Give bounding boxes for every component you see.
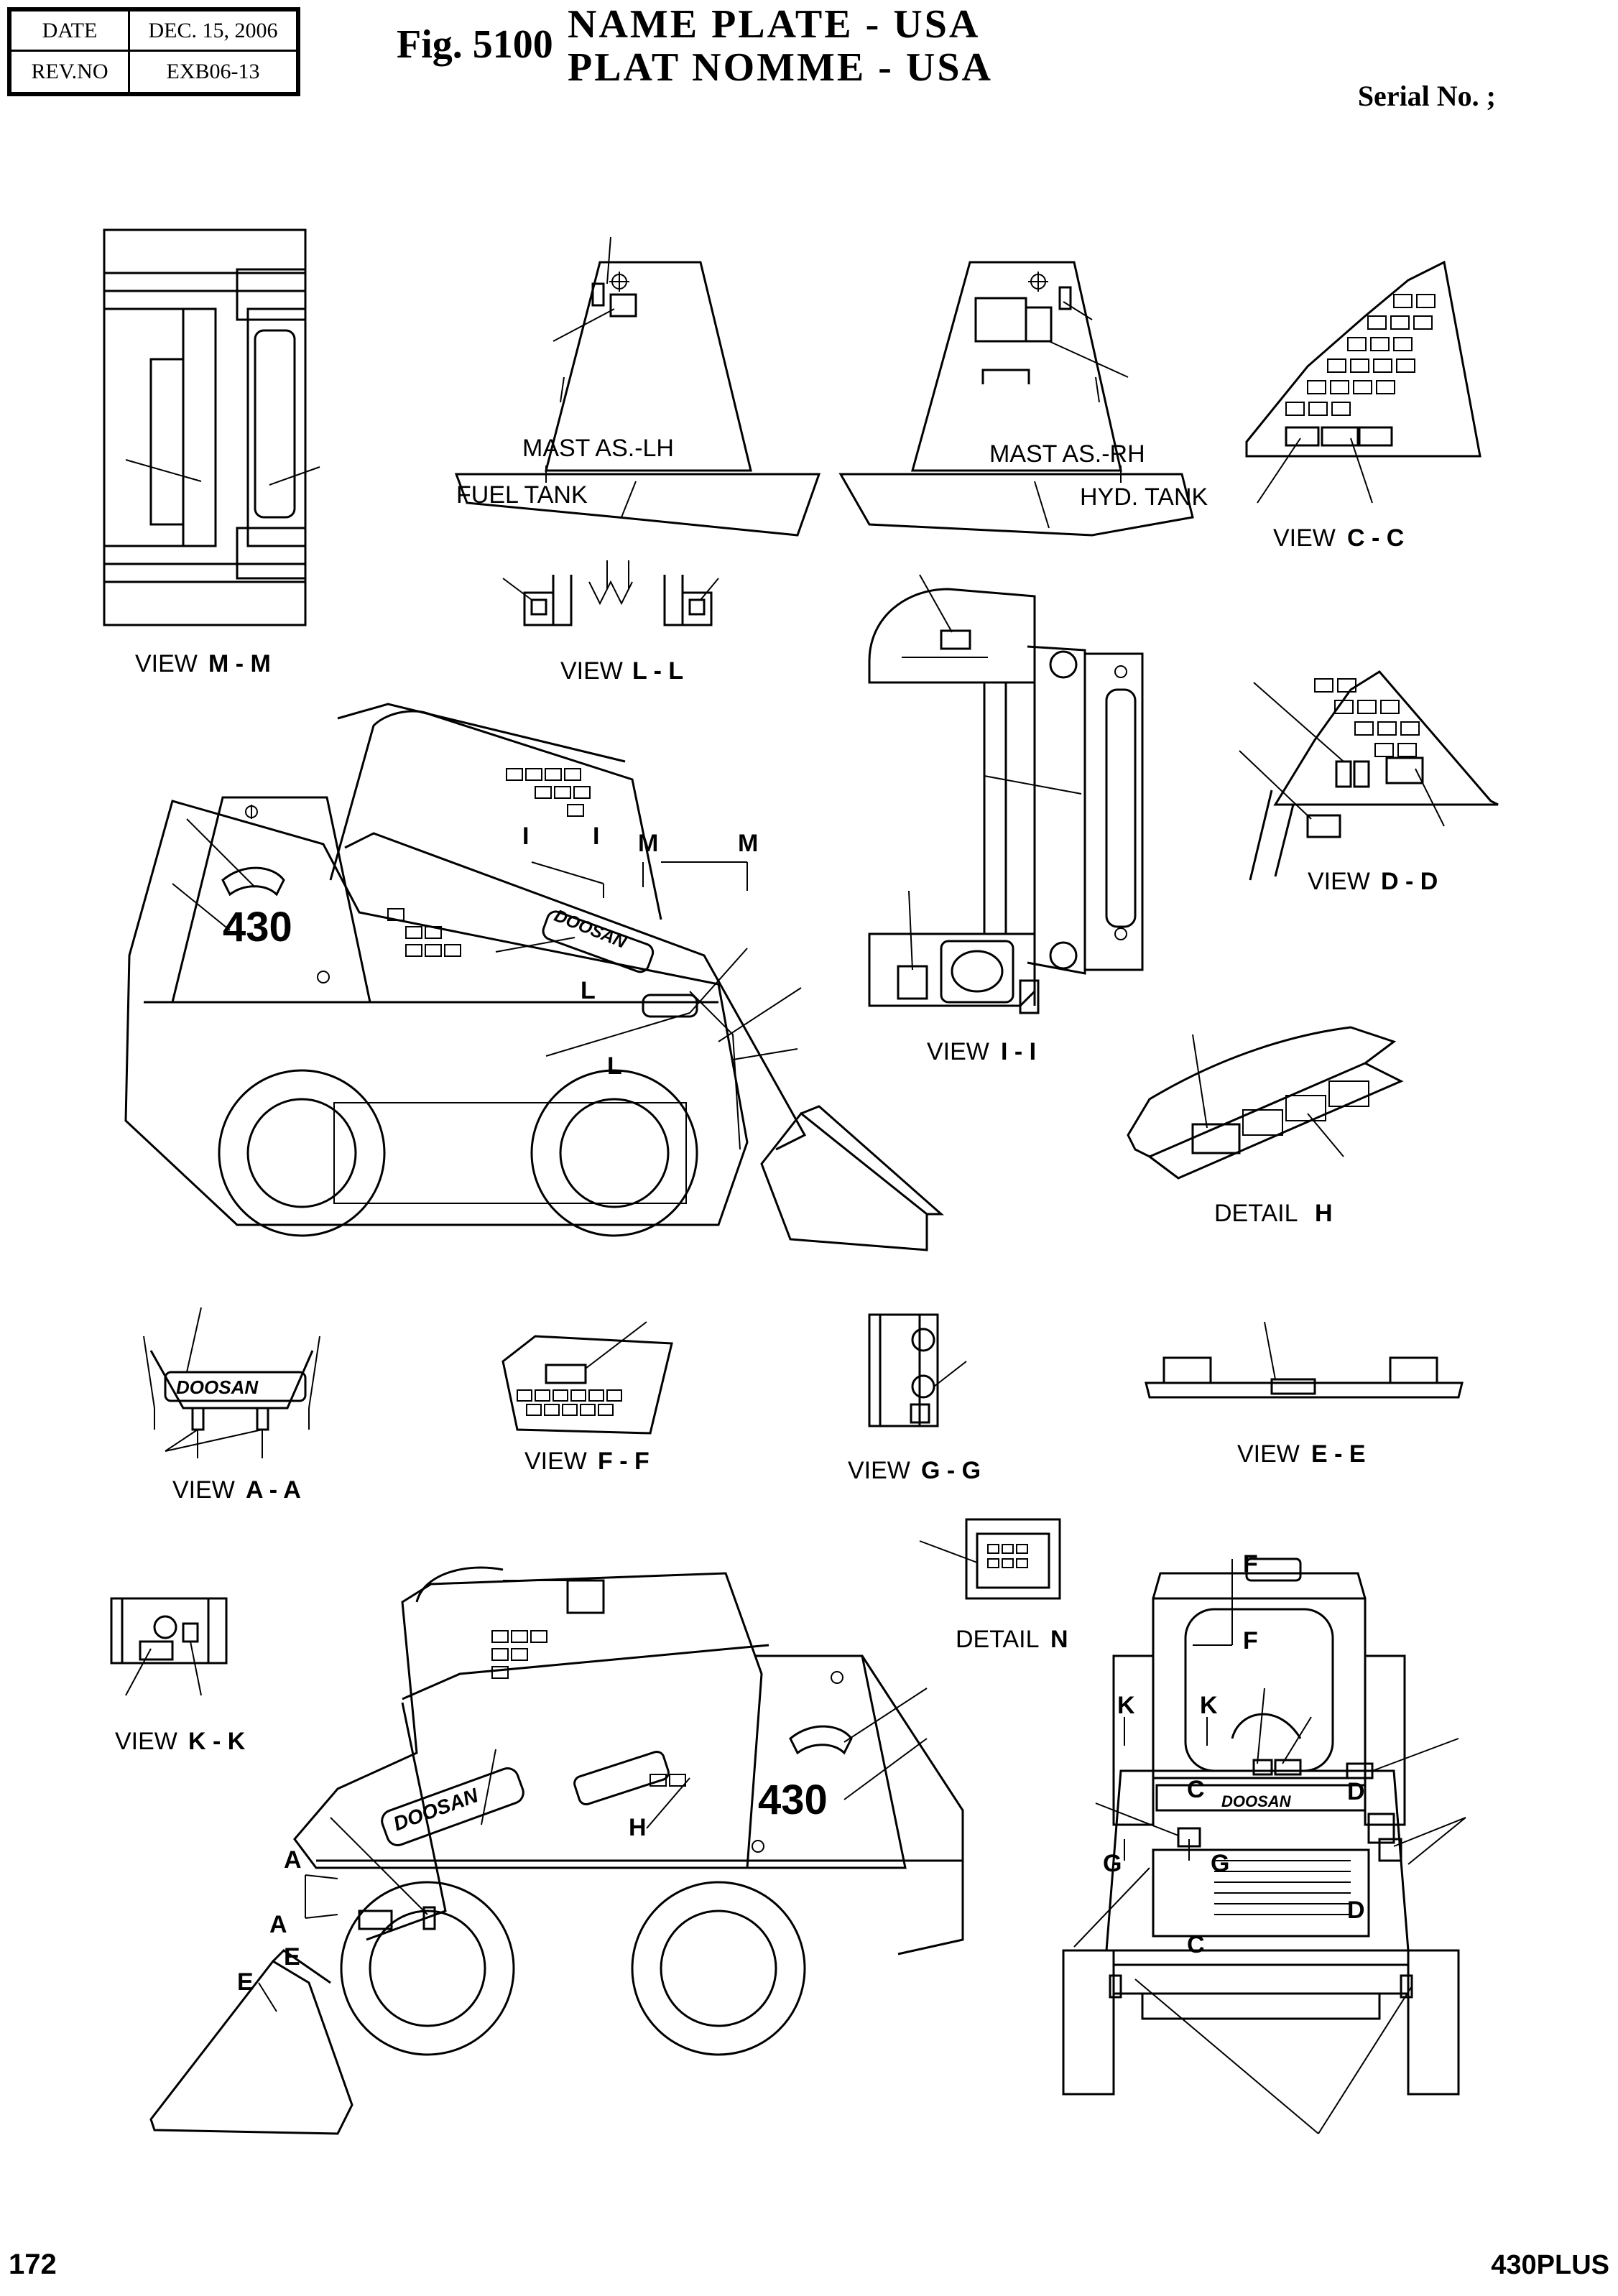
- serial-number: Serial No. ;: [1357, 80, 1496, 112]
- lower-model-decal: 430: [758, 1777, 828, 1823]
- marker-g-2: G: [1211, 1850, 1229, 1877]
- marker-i-1: I: [522, 823, 529, 850]
- detail-h: DETAIL H: [1127, 1026, 1404, 1227]
- view-k-k-word: VIEW: [115, 1728, 177, 1755]
- view-a-a: DOOSAN VIEW A - A: [143, 1307, 320, 1504]
- view-m-m: VIEW M - M: [103, 228, 320, 677]
- view-e-e: VIEW E - E: [1145, 1321, 1464, 1468]
- loader-side-view-lower: DOOSAN 430 H A A E E: [149, 1566, 964, 2135]
- view-g-g: VIEW G - G: [848, 1313, 981, 1484]
- marker-l-2: L: [607, 1052, 622, 1080]
- view-g-g-letters: G - G: [921, 1457, 981, 1484]
- view-l-l: VIEW L - L: [502, 560, 719, 685]
- mast-lh-view: MAST AS.-LH FUEL TANK: [454, 236, 821, 537]
- revision-table: DATE DEC. 15, 2006 REV.NO EXB06-13: [7, 7, 300, 96]
- detail-h-word: DETAIL: [1214, 1200, 1298, 1227]
- view-k-k: VIEW K - K: [110, 1597, 246, 1755]
- marker-k-2: K: [1200, 1692, 1218, 1719]
- fuel-tank-label: FUEL TANK: [456, 481, 588, 509]
- view-a-a-word: VIEW: [172, 1476, 235, 1504]
- mast-rh-label: MAST AS.-RH: [989, 440, 1145, 468]
- view-f-f-word: VIEW: [524, 1448, 587, 1475]
- marker-c-1: C: [1187, 1776, 1205, 1803]
- view-a-a-letters: A - A: [246, 1476, 301, 1504]
- view-i-i: VIEW I - I: [868, 574, 1144, 1065]
- view-e-e-letters: E - E: [1311, 1440, 1366, 1468]
- view-a-a-brand: DOOSAN: [176, 1376, 259, 1398]
- model-name: 430PLUS: [1491, 2250, 1609, 2280]
- view-c-c-word: VIEW: [1273, 524, 1336, 552]
- rev-label: REV.NO: [11, 52, 130, 92]
- title-english: NAME PLATE - USA: [568, 2, 981, 47]
- view-c-c-letters: C - C: [1347, 524, 1404, 552]
- detail-n: DETAIL N: [919, 1518, 1068, 1653]
- marker-a-1: A: [284, 1846, 302, 1874]
- title-french: PLAT NOMME - USA: [568, 45, 993, 90]
- view-i-i-word: VIEW: [927, 1038, 989, 1065]
- view-k-k-letters: K - K: [188, 1728, 246, 1755]
- marker-h: H: [629, 1814, 647, 1841]
- marker-g-1: G: [1103, 1850, 1122, 1877]
- rear-brand-text: DOOSAN: [1221, 1792, 1292, 1810]
- marker-m-2: M: [738, 830, 758, 857]
- marker-a-2: A: [269, 1911, 287, 1938]
- view-f-f-letters: F - F: [598, 1448, 649, 1475]
- detail-n-word: DETAIL: [956, 1626, 1040, 1653]
- view-g-g-word: VIEW: [848, 1457, 910, 1484]
- view-m-m-word: VIEW: [135, 650, 198, 677]
- loader-side-view-upper: DOOSAN 430 I I M M L L: [124, 703, 944, 1251]
- view-l-l-letters: L - L: [632, 657, 683, 685]
- marker-i-2: I: [593, 823, 599, 850]
- marker-f-2: F: [1243, 1627, 1258, 1654]
- date-label: DATE: [11, 11, 130, 52]
- view-e-e-word: VIEW: [1237, 1440, 1300, 1468]
- mast-lh-label: MAST AS.-LH: [522, 435, 674, 462]
- view-f-f: VIEW F - F: [501, 1321, 673, 1475]
- view-i-i-letters: I - I: [1001, 1038, 1036, 1065]
- detail-n-letter: N: [1050, 1626, 1068, 1653]
- marker-d-1: D: [1347, 1778, 1365, 1805]
- view-d-d: VIEW D - D: [1239, 670, 1499, 895]
- marker-k-1: K: [1117, 1692, 1135, 1719]
- marker-m-1: M: [638, 830, 658, 857]
- marker-l-1: L: [581, 977, 596, 1004]
- marker-f-1: F: [1243, 1550, 1258, 1578]
- marker-c-2: C: [1187, 1931, 1205, 1958]
- loader-rear-view: DOOSAN F F K: [1062, 1550, 1466, 2134]
- marker-e-1: E: [284, 1943, 300, 1971]
- marker-d-2: D: [1347, 1897, 1365, 1924]
- view-d-d-word: VIEW: [1308, 868, 1370, 895]
- date-value: DEC. 15, 2006: [130, 11, 296, 52]
- figure-number: Fig. 5100: [397, 22, 553, 67]
- view-d-d-letters: D - D: [1381, 868, 1438, 895]
- detail-h-letter: H: [1315, 1200, 1333, 1227]
- page-number: 172: [9, 2249, 57, 2280]
- hyd-tank-label: HYD. TANK: [1080, 483, 1208, 511]
- view-l-l-word: VIEW: [560, 657, 623, 685]
- view-m-m-letters: M - M: [208, 650, 271, 677]
- marker-e-2: E: [237, 1968, 254, 1996]
- rev-value: EXB06-13: [166, 60, 260, 83]
- mast-rh-view: MAST AS.-RH HYD. TANK: [838, 261, 1208, 537]
- lower-brand-text: DOOSAN: [390, 1784, 481, 1835]
- view-c-c: VIEW C - C: [1245, 260, 1481, 552]
- side-model-decal: 430: [223, 904, 292, 950]
